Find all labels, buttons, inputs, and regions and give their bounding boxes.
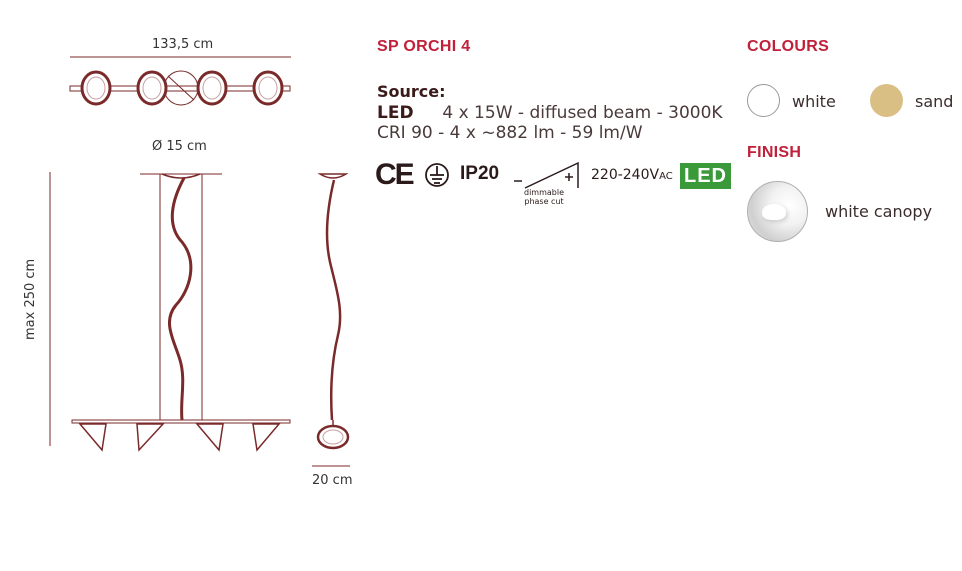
led-badge: LED	[680, 163, 731, 189]
dimmer-ramp-icon	[514, 161, 579, 189]
front-view-drawing	[71, 173, 291, 452]
led-spec: 4 x 15W - diffused beam - 3000K	[442, 103, 723, 123]
side-width-dimension-label: 20 cm	[312, 473, 353, 488]
ground-icon	[425, 163, 449, 187]
finish-title: FINISH	[747, 144, 802, 161]
source-section: Source: LED 4 x 15W - diffused beam - 30…	[377, 82, 723, 143]
colour-label-white: white	[792, 92, 836, 111]
product-title: SP ORCHI 4	[377, 38, 471, 55]
top-view-drawing	[69, 70, 291, 106]
colour-label-sand: sand	[915, 92, 954, 111]
finish-label-white-canopy: white canopy	[825, 202, 933, 221]
dimmer-label: dimmable phase cut	[524, 188, 565, 206]
width-dimension-label: 133,5 cm	[152, 37, 214, 52]
finish-swatch-white-canopy[interactable]	[747, 181, 808, 242]
colour-swatch-white[interactable]	[747, 84, 780, 117]
ce-mark: CE	[375, 158, 415, 191]
voltage-label: 220-240VAC	[591, 167, 673, 183]
led-label: LED	[377, 103, 414, 123]
source-label: Source:	[377, 82, 446, 101]
height-dimension-label: max 250 cm	[23, 258, 38, 340]
cri-spec: CRI 90 - 4 x ~882 lm - 59 lm/W	[377, 123, 643, 143]
ip-rating: IP20	[460, 163, 500, 184]
canopy-shape	[762, 204, 786, 220]
side-view-drawing	[312, 173, 350, 467]
colour-swatch-sand[interactable]	[870, 84, 903, 117]
diameter-dimension-label: Ø 15 cm	[152, 139, 207, 154]
colours-title: COLOURS	[747, 38, 830, 55]
